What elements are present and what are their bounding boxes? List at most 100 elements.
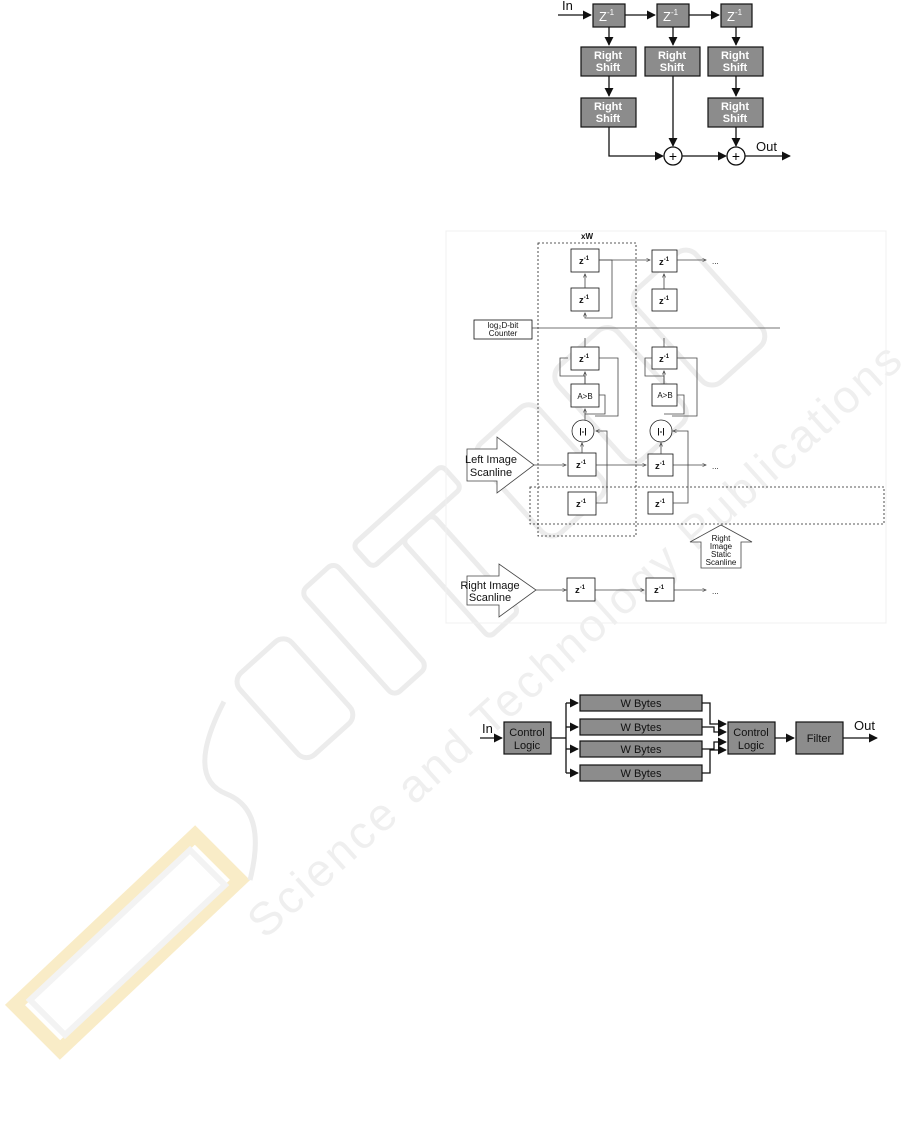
figure-moving-average-filter: In Z-1 Z-1 Z-1 Right Shift Right	[558, 0, 791, 166]
delay-symbol: Z	[727, 9, 735, 24]
fig1-delay-2: Z-1	[656, 3, 690, 28]
fig2-comparator: A>B	[570, 383, 600, 408]
fig3-wire	[702, 702, 727, 729]
fig1-adder-2: +	[726, 146, 746, 166]
svg-text:Z-1: Z-1	[599, 8, 615, 24]
fig1-delay-3: Z-1	[720, 3, 753, 28]
svg-text:|-|: |-|	[657, 427, 664, 436]
right-scanline-label-1: Right Image	[460, 580, 519, 592]
shift-label-1: Right	[594, 50, 622, 62]
static-scanline-label-1: Right	[712, 534, 731, 543]
svg-text:z-1: z-1	[575, 585, 586, 596]
shift-label-2: Shift	[660, 62, 685, 74]
fig2-delay: z-1	[567, 452, 597, 477]
fig3-buffer-4: W Bytes	[579, 764, 703, 782]
delay-exponent: -1	[735, 8, 743, 17]
fig2-colB: z-1 z-1 z-1 A>B |-| z-1 z-1	[644, 249, 698, 515]
fig1-adder-1: +	[663, 146, 683, 166]
delay-exponent: -1	[671, 8, 679, 17]
fig1-shift-c1: Right Shift	[707, 46, 764, 77]
fig2-colA: z-1 z-1 z-1 A>B |-| z-1 z-1	[559, 248, 619, 516]
static-scanline-label-3: Static	[711, 550, 731, 559]
delay-exponent: -1	[607, 8, 615, 17]
fig2-delay: z-1	[566, 577, 596, 602]
svg-text:Z-1: Z-1	[727, 8, 743, 24]
svg-text:z-1: z-1	[579, 256, 590, 267]
svg-text:z-1: z-1	[576, 460, 587, 471]
svg-text:A>B: A>B	[657, 391, 672, 400]
svg-text:W Bytes: W Bytes	[621, 744, 662, 756]
fig2-ellipsis: ...	[712, 257, 719, 266]
shift-label-2: Shift	[596, 62, 621, 74]
fig2-delay: z-1	[570, 248, 600, 273]
counter-label-2: Counter	[489, 329, 518, 338]
fig3-buffer-1: W Bytes	[579, 694, 703, 712]
fig2-delay: z-1	[647, 453, 674, 477]
fig1-shift-a1: Right Shift	[580, 46, 637, 77]
fig3-in-label: In	[482, 721, 493, 736]
svg-text:z-1: z-1	[654, 585, 665, 596]
fig2-left-scanline-arrow: Left Image Scanline	[465, 436, 566, 494]
ctrl-label-1: Control	[509, 727, 544, 739]
fig2-ellipsis: ...	[712, 462, 719, 471]
watermark: Science and Technology Publications	[4, 247, 901, 1060]
svg-text:z-1: z-1	[655, 461, 666, 472]
watermark-logo	[4, 825, 251, 1060]
fig1-delay-1: Z-1	[592, 3, 626, 28]
fig2-static-band	[529, 486, 885, 525]
shift-label-1: Right	[594, 101, 622, 113]
plus-sign: +	[732, 148, 740, 164]
svg-text:A>B: A>B	[577, 392, 592, 401]
left-scanline-label-2: Scanline	[470, 467, 512, 479]
figure-buffer-pipeline: In Control Logic W Bytes W Bytes W Bytes…	[480, 694, 878, 782]
ctrl-label-1: Control	[733, 727, 768, 739]
fig3-control-logic-out: Control Logic	[727, 721, 776, 755]
fig2-xw-label: xW	[581, 232, 593, 241]
svg-text:W Bytes: W Bytes	[621, 722, 662, 734]
fig2-xw-box	[537, 242, 637, 537]
fig2-delay: z-1	[651, 346, 678, 370]
fig2-delay: z-1	[570, 287, 600, 312]
fig3-wire	[702, 745, 727, 774]
shift-label-1: Right	[721, 101, 749, 113]
delay-symbol: Z	[663, 9, 671, 24]
filter-label: Filter	[807, 733, 832, 745]
plus-sign: +	[669, 148, 677, 164]
left-scanline-label-1: Left Image	[465, 454, 517, 466]
fig2-frame	[445, 230, 887, 624]
delay-symbol: Z	[599, 9, 607, 24]
counter-label-1: log₂D-bit	[488, 321, 519, 330]
fig2-delay: z-1	[651, 288, 678, 312]
svg-text:z-1: z-1	[655, 499, 666, 510]
fig1-wire	[608, 127, 664, 161]
fig3-wire	[702, 737, 727, 750]
fig2-counter-box: log₂D-bit Counter	[473, 319, 533, 340]
fig2-delay: z-1	[645, 577, 675, 602]
watermark-tagline: Science and Technology Publications	[237, 331, 901, 948]
fig3-buffer-2: W Bytes	[579, 718, 703, 736]
shift-label-2: Shift	[723, 113, 748, 125]
fig3-wire	[702, 726, 727, 737]
fig2-static-scanline-arrow: Right Image Static Scanline	[689, 524, 753, 569]
ctrl-label-2: Logic	[514, 740, 541, 752]
fig2-delay: z-1	[647, 491, 674, 515]
fig2-abs-diff: |-|	[649, 419, 673, 443]
svg-text:z-1: z-1	[659, 354, 670, 365]
ctrl-label-2: Logic	[738, 740, 765, 752]
static-scanline-label-2: Image	[710, 542, 733, 551]
fig1-shift-b1: Right Shift	[644, 46, 701, 77]
svg-text:W Bytes: W Bytes	[621, 768, 662, 780]
fig1-shift-a2: Right Shift	[580, 97, 637, 128]
fig3-filter: Filter	[795, 721, 844, 755]
static-scanline-label-4: Scanline	[706, 558, 737, 567]
shift-label-1: Right	[721, 50, 749, 62]
fig2-abs-diff: |-|	[571, 419, 595, 443]
svg-text:W Bytes: W Bytes	[621, 698, 662, 710]
svg-text:z-1: z-1	[659, 296, 670, 307]
svg-text:Z-1: Z-1	[663, 8, 679, 24]
fig2-delay: z-1	[570, 346, 600, 371]
fig3-buffer-3: W Bytes	[579, 740, 703, 758]
fig2-delay: z-1	[651, 249, 678, 273]
shift-label-2: Shift	[596, 113, 621, 125]
